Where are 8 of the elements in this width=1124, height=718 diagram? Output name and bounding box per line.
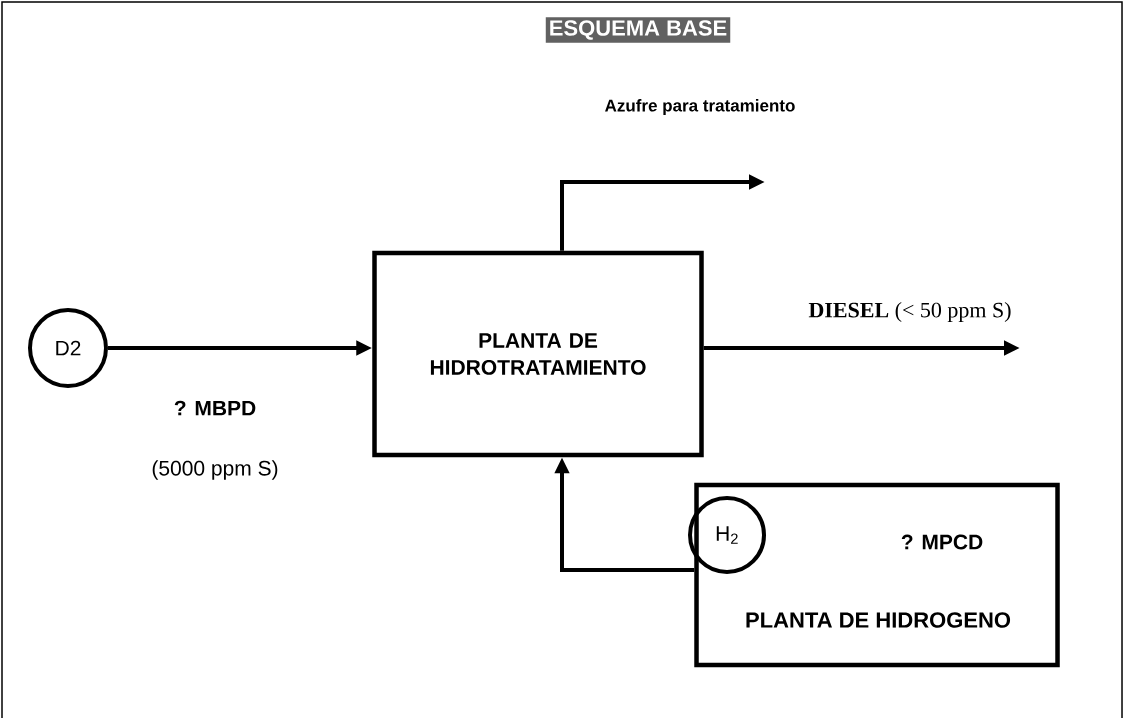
flow-label: ? MBPD (174, 400, 256, 416)
process-box: PLANTA DE HIDROTRATAMIENTO (372, 250, 704, 458)
title-band: ESQUEMA BASE (545, 17, 731, 43)
circle-node: H$_{2}$ (688, 496, 766, 574)
edge-label: DIESEL (< 50 ppm S) (807, 301, 1013, 323)
circle-node: D2 (28, 308, 108, 388)
flow-label: (5000 ppm S) (152, 460, 278, 480)
edge-label: Azufre para tratamiento (603, 98, 797, 116)
